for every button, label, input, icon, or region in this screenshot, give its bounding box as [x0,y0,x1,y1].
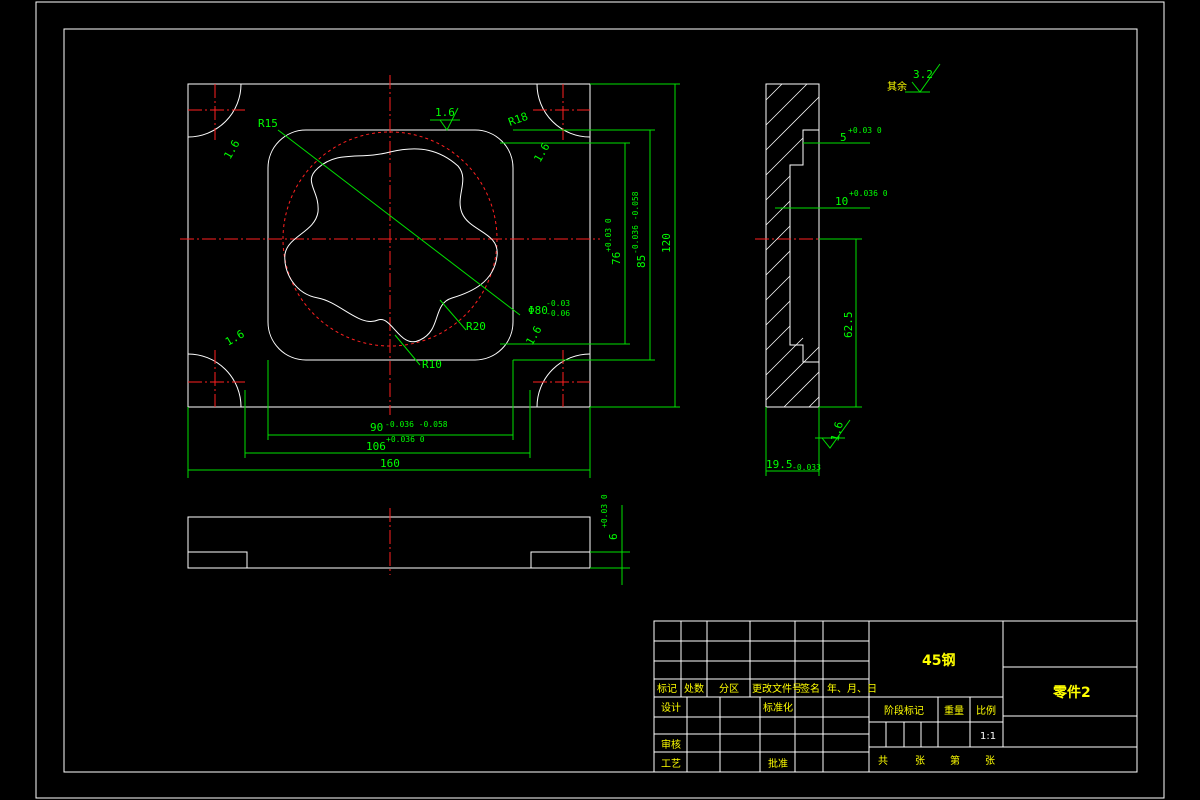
rough-top: 1.6 [435,106,455,119]
side-hatching [765,83,820,408]
dim-dia80-tol-lo: -0.06 [546,309,570,318]
dim-120: 120 [660,233,673,253]
title-block [653,620,1138,773]
dim-19-5-tol: -0.033 [792,463,821,472]
rough-corner-tl: 1.6 [221,138,242,162]
lobed-cavity-profile [284,148,498,343]
corner-arc-bl [187,353,242,408]
side-view [755,83,830,408]
dim-dia80: Φ80 [528,304,548,317]
note-rest-value: 3.2 [913,68,933,81]
scale-value: 1:1 [980,731,996,742]
dim-85: 85 [635,255,648,268]
dim-90-tol: -0.036 -0.058 [385,420,448,429]
dim-5: 5 [840,131,847,144]
dim-6: 6 [607,533,620,540]
outer-border [35,1,1165,799]
hdr-count: 处数 [684,682,704,695]
front-view [180,75,600,415]
dim-r18: R18 [507,110,530,129]
dim-10-tol: +0.036 0 [849,189,888,198]
hdr-mark: 标记 [657,683,677,695]
sheets-zhang2: 张 [985,755,995,767]
dim-85-tol: -0.036 -0.058 [631,191,640,254]
rough-side: 1.6 [828,420,846,443]
side-dimensions [765,63,941,476]
r20-leader [439,299,467,331]
dim-76-tol: +0.03 0 [604,218,613,252]
corner-arc-tl [187,83,242,138]
row-standard: 标准化 [763,701,793,714]
material: 45钢 [922,652,955,669]
dim-10: 10 [835,195,848,208]
weight: 重量 [944,704,964,717]
stage-mark: 阶段标记 [884,704,924,717]
hdr-zone: 分区 [719,683,739,695]
hdr-change-doc: 更改文件号 [752,682,802,695]
plate-outline [187,83,591,408]
dim-76: 76 [610,252,623,265]
sheets-no: 第 [950,754,960,767]
r10-leader [394,334,421,366]
row-approve: 批准 [768,757,788,770]
dim-90: 90 [370,421,383,434]
inner-frame [63,28,1138,773]
dim-62-5: 62.5 [842,312,855,339]
dim-5-tol: +0.03 0 [848,126,882,135]
dim-r10: R10 [422,358,442,371]
dim-106: 106 [366,440,386,453]
dim-19-5: 19.5 [766,458,793,471]
dim-6-tol: +0.03 0 [600,494,609,528]
dim-r15: R15 [258,117,278,130]
row-process: 工艺 [661,758,681,770]
part-name: 零件2 [1052,684,1091,701]
front-dimensions [187,83,680,478]
row-review: 审核 [661,738,681,751]
corner-arc-tr [536,83,591,138]
bottom-view [187,508,591,575]
note-rest-label: 其余 [887,80,907,93]
sheets-total: 共 [878,755,888,767]
hdr-sign: 签名 [800,682,820,695]
r15-leader [277,129,521,316]
hdr-date: 年、月、日 [827,682,877,695]
scale-label: 比例 [976,704,996,717]
dim-106-tol: +0.036 0 [386,435,425,444]
rough-corner-tr: 1.6 [531,141,552,165]
dim-160: 160 [380,457,400,470]
row-design: 设计 [661,701,681,714]
dim-r20: R20 [466,320,486,333]
dim-dia80-tol-up: -0.03 [546,299,570,308]
sheets-zhang: 张 [915,755,925,767]
rough-corner-bl: 1.6 [223,327,247,348]
corner-arc-br [536,353,591,408]
